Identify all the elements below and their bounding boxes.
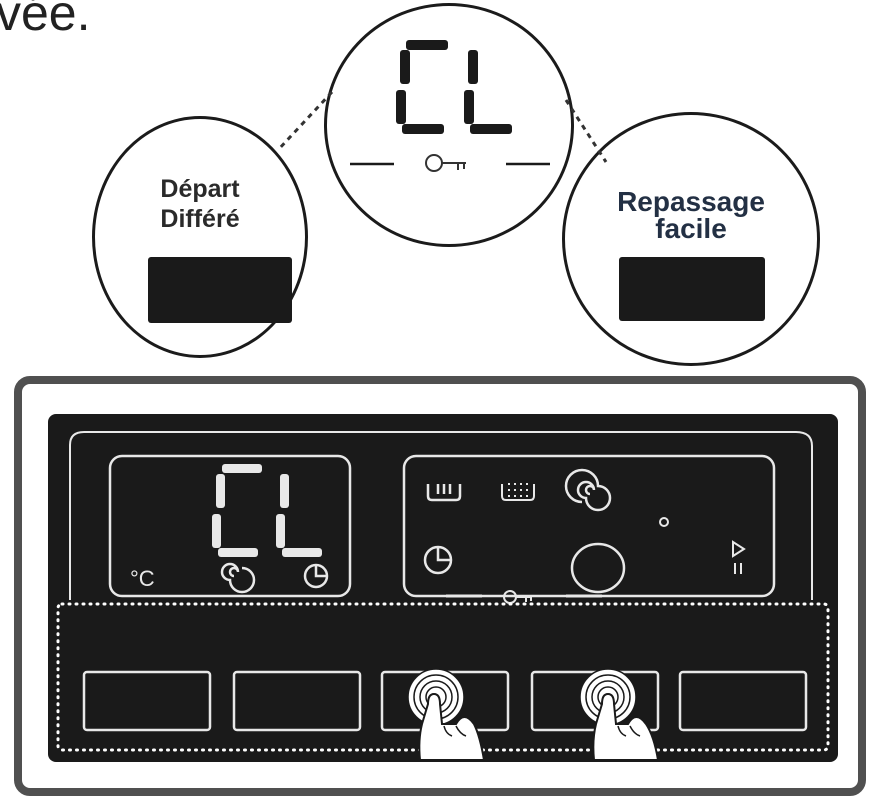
wash-icon	[426, 484, 462, 502]
panel-button-5[interactable]	[678, 670, 808, 732]
touch-hand-left	[407, 668, 486, 761]
power-dial[interactable]	[570, 542, 626, 594]
temp-symbol: °C	[130, 566, 155, 591]
display-spin-icon	[220, 562, 256, 594]
play-pause-icon	[732, 540, 746, 574]
touch-hand-right	[579, 668, 660, 761]
delay-start-callout: Départ Différé	[92, 116, 308, 358]
delay-start-label-line1: Départ	[160, 175, 240, 203]
button-area-dotted	[56, 602, 830, 752]
easy-iron-callout: Repassage facile	[562, 112, 820, 366]
delay-start-label-line2: Différé	[160, 204, 240, 233]
panel-top-outline	[69, 431, 813, 600]
leader-line-left	[276, 90, 334, 152]
callout-cl-display	[396, 40, 512, 134]
panel-button-1[interactable]	[82, 670, 212, 732]
timer-icon	[423, 545, 453, 575]
easy-iron-label-line2: facile	[655, 213, 727, 245]
easy-iron-button[interactable]	[619, 257, 765, 321]
caption-text: vée.	[0, 0, 91, 41]
easy-iron-label: Repassage facile	[565, 185, 817, 245]
panel-button-2[interactable]	[232, 670, 362, 732]
indicator-dot	[659, 517, 669, 527]
delay-start-button[interactable]	[148, 257, 292, 323]
child-lock-callout	[324, 3, 574, 247]
display-box	[108, 454, 352, 598]
panel-cl-display	[212, 464, 322, 557]
rinse-icon	[501, 483, 535, 501]
key-icon	[425, 154, 466, 172]
spin-icon	[564, 468, 612, 512]
easy-iron-label-line1: Repassage	[617, 186, 765, 217]
leader-line-right	[564, 99, 608, 163]
delay-start-label: Départ Différé	[95, 175, 305, 234]
display-timer-icon	[303, 563, 329, 589]
control-panel	[48, 414, 838, 762]
